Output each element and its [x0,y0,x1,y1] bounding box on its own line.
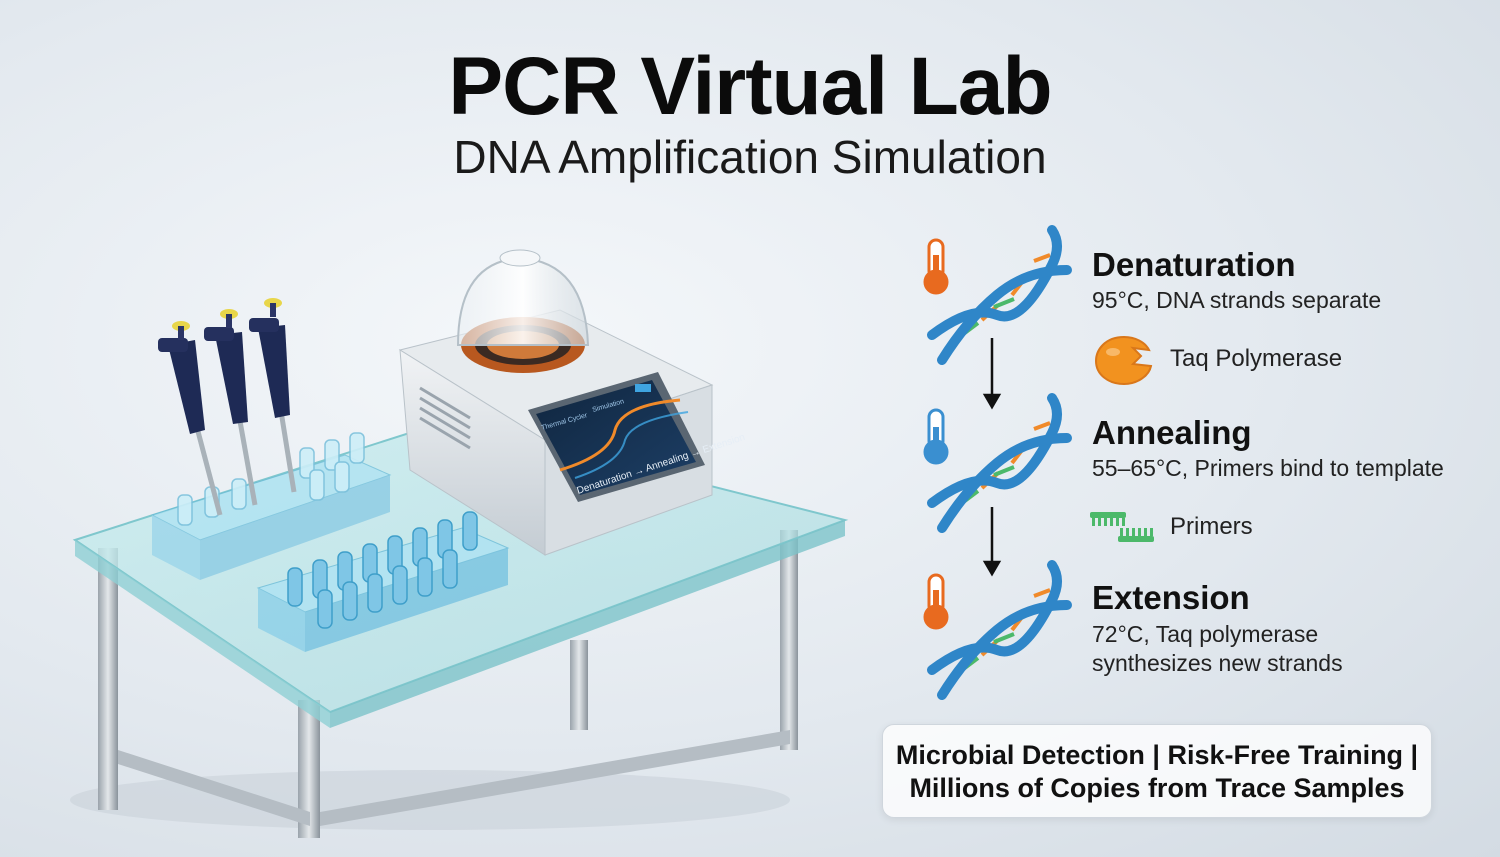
thermal-cycler [398,249,714,556]
step-extension-description-line1: 72°C, Taq polymerase [1092,621,1319,647]
page-title: PCR Virtual Lab [448,41,1052,132]
page-subtitle: DNA Amplification Simulation [453,131,1047,183]
primers-icon [1090,512,1154,542]
step-annealing-description: 55–65°C, Primers bind to template [1092,455,1444,481]
thermometer-hot-icon [923,238,949,295]
taq-polymerase-label: Taq Polymerase [1170,345,1343,372]
benefits-line-1: Microbial Detection | Risk-Free Training… [895,740,1419,770]
tube-rack-front [256,511,510,652]
tube-rack-left [150,432,392,580]
dna-helix-icon [927,225,1072,365]
step-denaturation-description: 95°C, DNA strands separate [1092,287,1382,313]
primers-label: Primers [1170,513,1253,540]
step-annealing-title: Annealing [1092,414,1252,451]
down-arrow-icon [982,507,1002,577]
pcr-steps-graphics [923,225,1072,700]
thermometer-warm-icon [923,573,949,630]
thermometer-cool-icon [923,408,949,465]
taq-polymerase-icon [1094,335,1153,386]
benefits-line-2: Millions of Copies from Trace Samples [909,773,1405,803]
step-extension-description-line2: synthesizes new strands [1092,650,1343,676]
step-extension-title: Extension [1092,579,1250,616]
dna-helix-icon [927,560,1072,700]
pipettes [158,298,297,516]
table-legs [98,530,798,838]
step-denaturation-title: Denaturation [1092,246,1296,283]
dna-helix-icon [927,393,1072,533]
down-arrow-icon [982,338,1002,410]
lab-scene-illustration: Thermal Cycler Simulation Denaturation →… [70,249,849,838]
benefits-callout: Microbial Detection | Risk-Free Training… [882,724,1432,818]
